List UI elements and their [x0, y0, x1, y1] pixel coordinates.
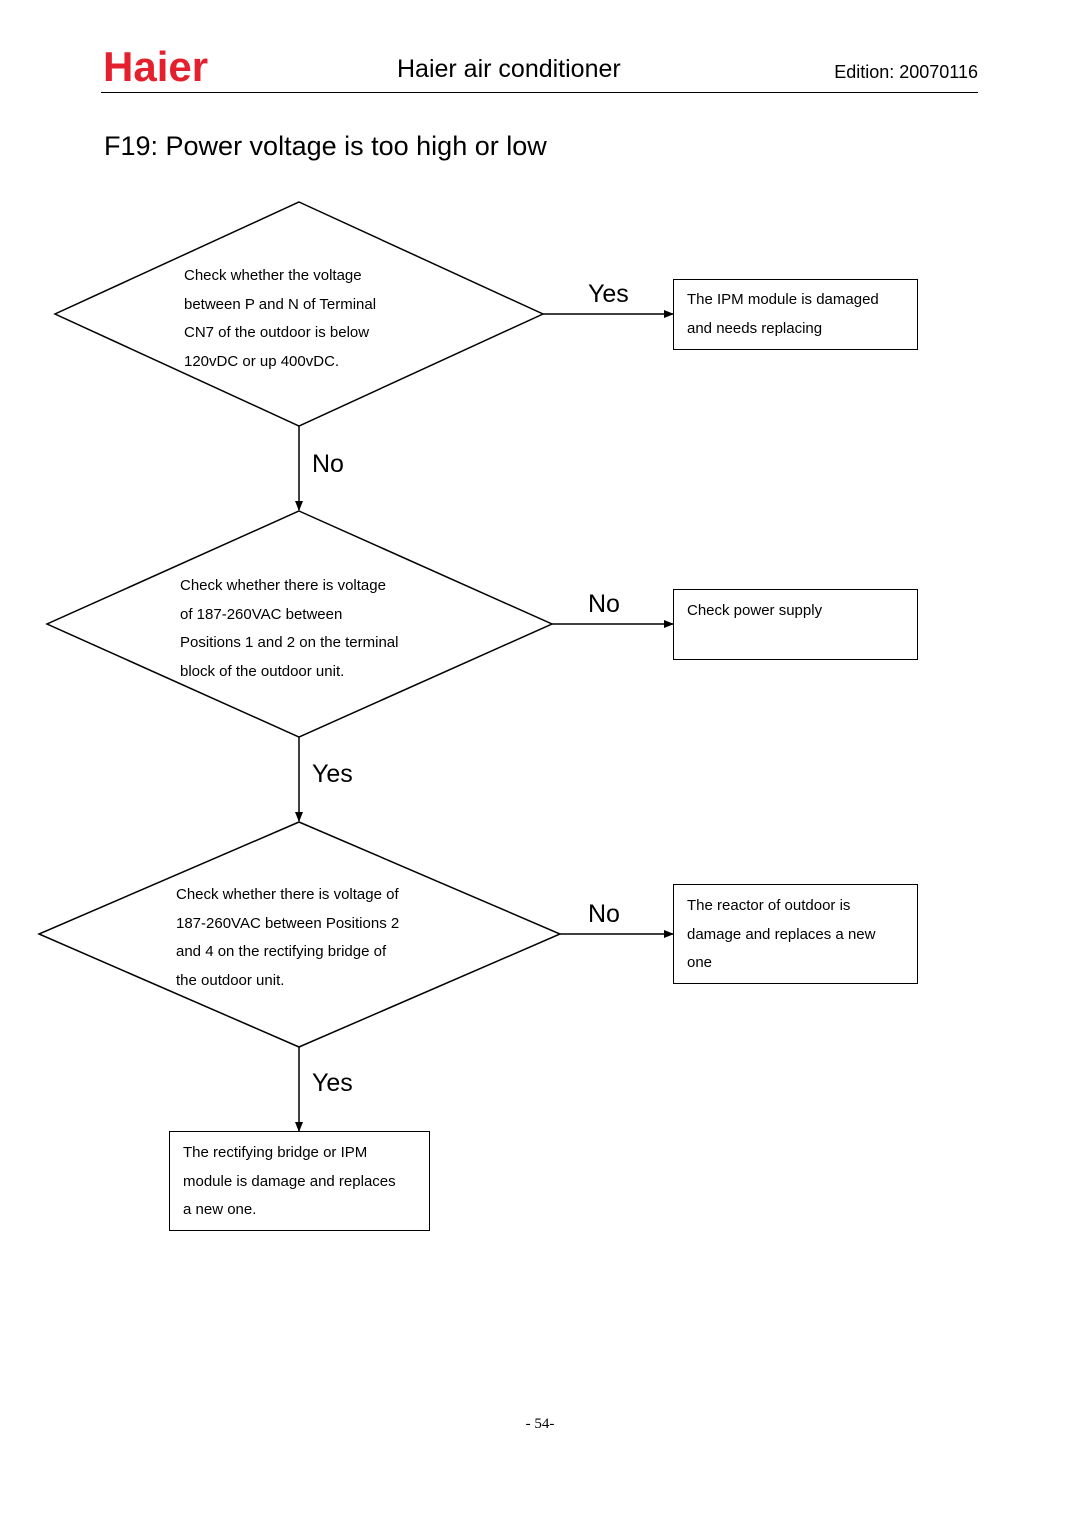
- outcome-box-reactor: The reactor of outdoor is damage and rep…: [673, 884, 918, 984]
- outcome-box-rectifier: The rectifying bridge or IPM module is d…: [169, 1131, 430, 1231]
- outcome-4-text: The rectifying bridge or IPM module is d…: [183, 1144, 396, 1218]
- page-number: - 54-: [525, 1416, 555, 1432]
- outcome-2-text: Check power supply: [687, 602, 823, 619]
- edition-label: Edition: 20070116: [834, 62, 978, 82]
- branch-label-d1-down: No: [312, 450, 344, 478]
- outcome-box-check-power: Check power supply: [673, 589, 918, 660]
- branch-label-d2-right: No: [588, 590, 620, 618]
- branch-label-d3-down: Yes: [312, 1069, 353, 1097]
- branch-label-d1-right: Yes: [588, 280, 629, 308]
- header-title: Haier air conditioner: [397, 55, 621, 83]
- decision-3-text: Check whether there is voltage of 187-26…: [176, 886, 400, 989]
- page-title: F19: Power voltage is too high or low: [104, 131, 547, 161]
- branch-label-d2-down: Yes: [312, 760, 353, 788]
- header-divider: [101, 92, 978, 93]
- decision-1-text: Check whether the voltage between P and …: [184, 267, 377, 370]
- outcome-3-text: The reactor of outdoor is damage and rep…: [687, 897, 876, 971]
- decision-2-text: Check whether there is voltage of 187-26…: [180, 577, 399, 680]
- branch-label-d3-right: No: [588, 900, 620, 928]
- haier-logo: Haier: [103, 43, 209, 90]
- outcome-1-text: The IPM module is damaged and needs repl…: [687, 291, 879, 337]
- outcome-box-ipm-damaged: The IPM module is damaged and needs repl…: [673, 279, 918, 350]
